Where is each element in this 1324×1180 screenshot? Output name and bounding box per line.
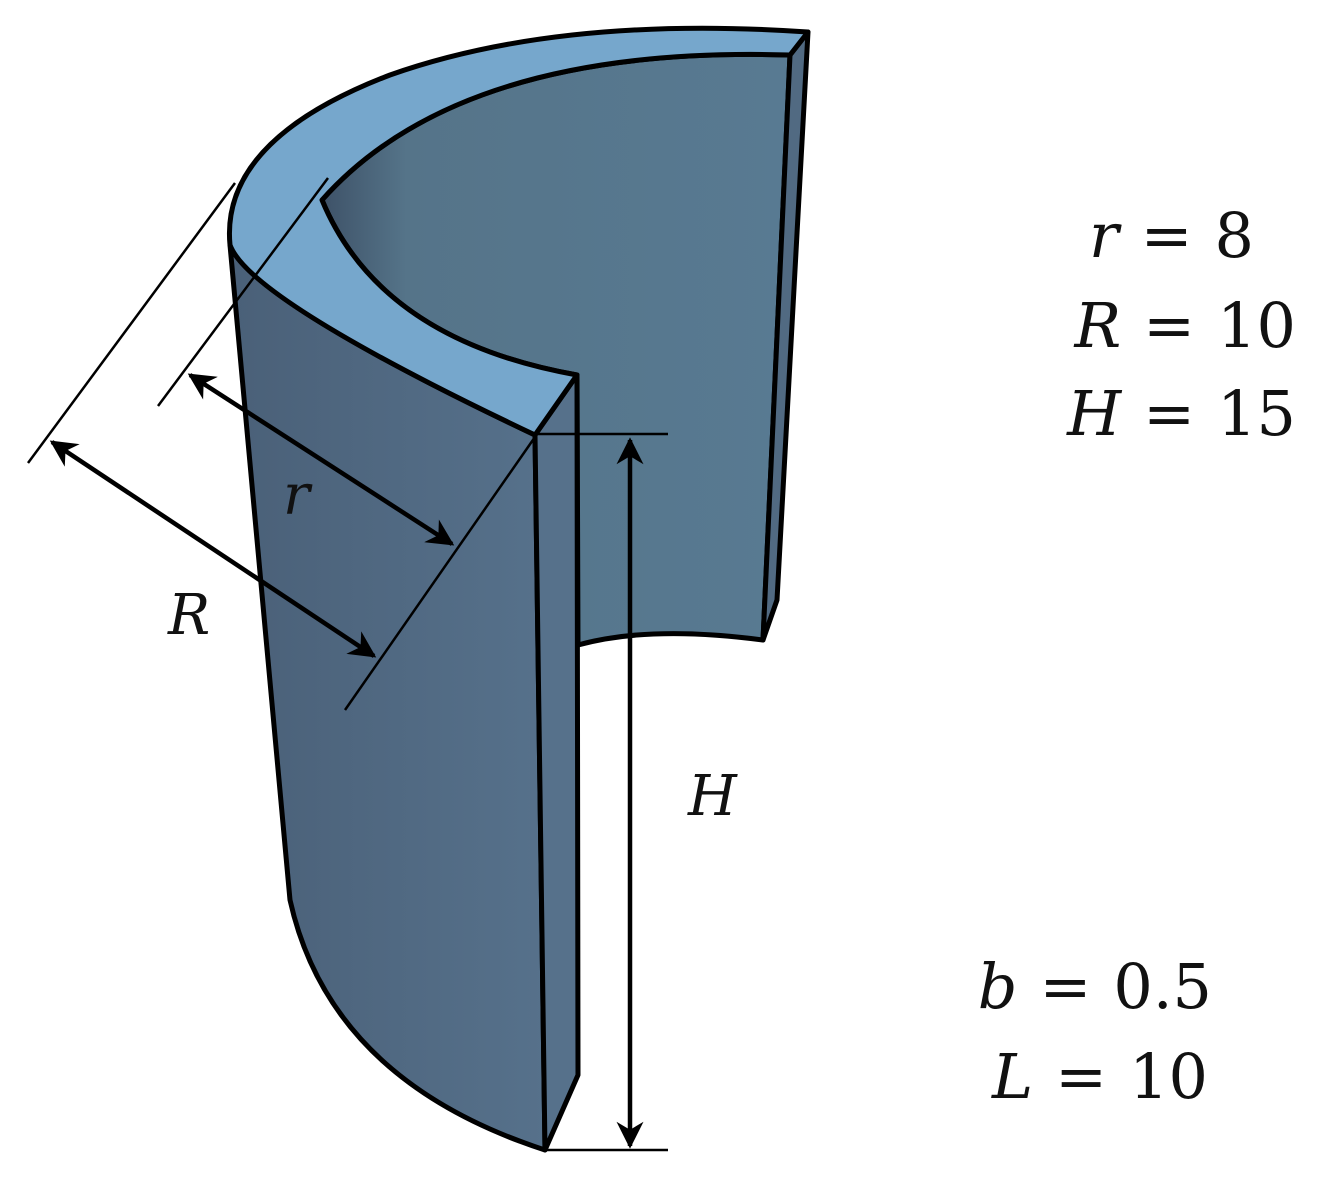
- extension-line-edge: [343, 436, 537, 711]
- param-H: H=15: [1066, 377, 1296, 450]
- dimension-arrow-R: [49, 440, 377, 658]
- label-R: R: [167, 583, 210, 648]
- label-H: H: [687, 764, 738, 829]
- left-end-face: [532, 372, 581, 1153]
- parameters-upper: r=8 R=10 H=15: [1066, 199, 1296, 450]
- parameters-lower: b=0.5 L=10: [978, 950, 1212, 1113]
- label-r: r: [283, 463, 313, 528]
- extension-line-inner: [156, 177, 330, 407]
- dimension-arrow-r: [187, 373, 455, 546]
- top-face: [226, 25, 811, 438]
- param-R: R=10: [1073, 289, 1296, 362]
- param-b: b=0.5: [978, 950, 1212, 1023]
- param-r: r=8: [1089, 199, 1254, 272]
- param-L: L=10: [991, 1040, 1208, 1113]
- extension-line-outer: [26, 182, 237, 464]
